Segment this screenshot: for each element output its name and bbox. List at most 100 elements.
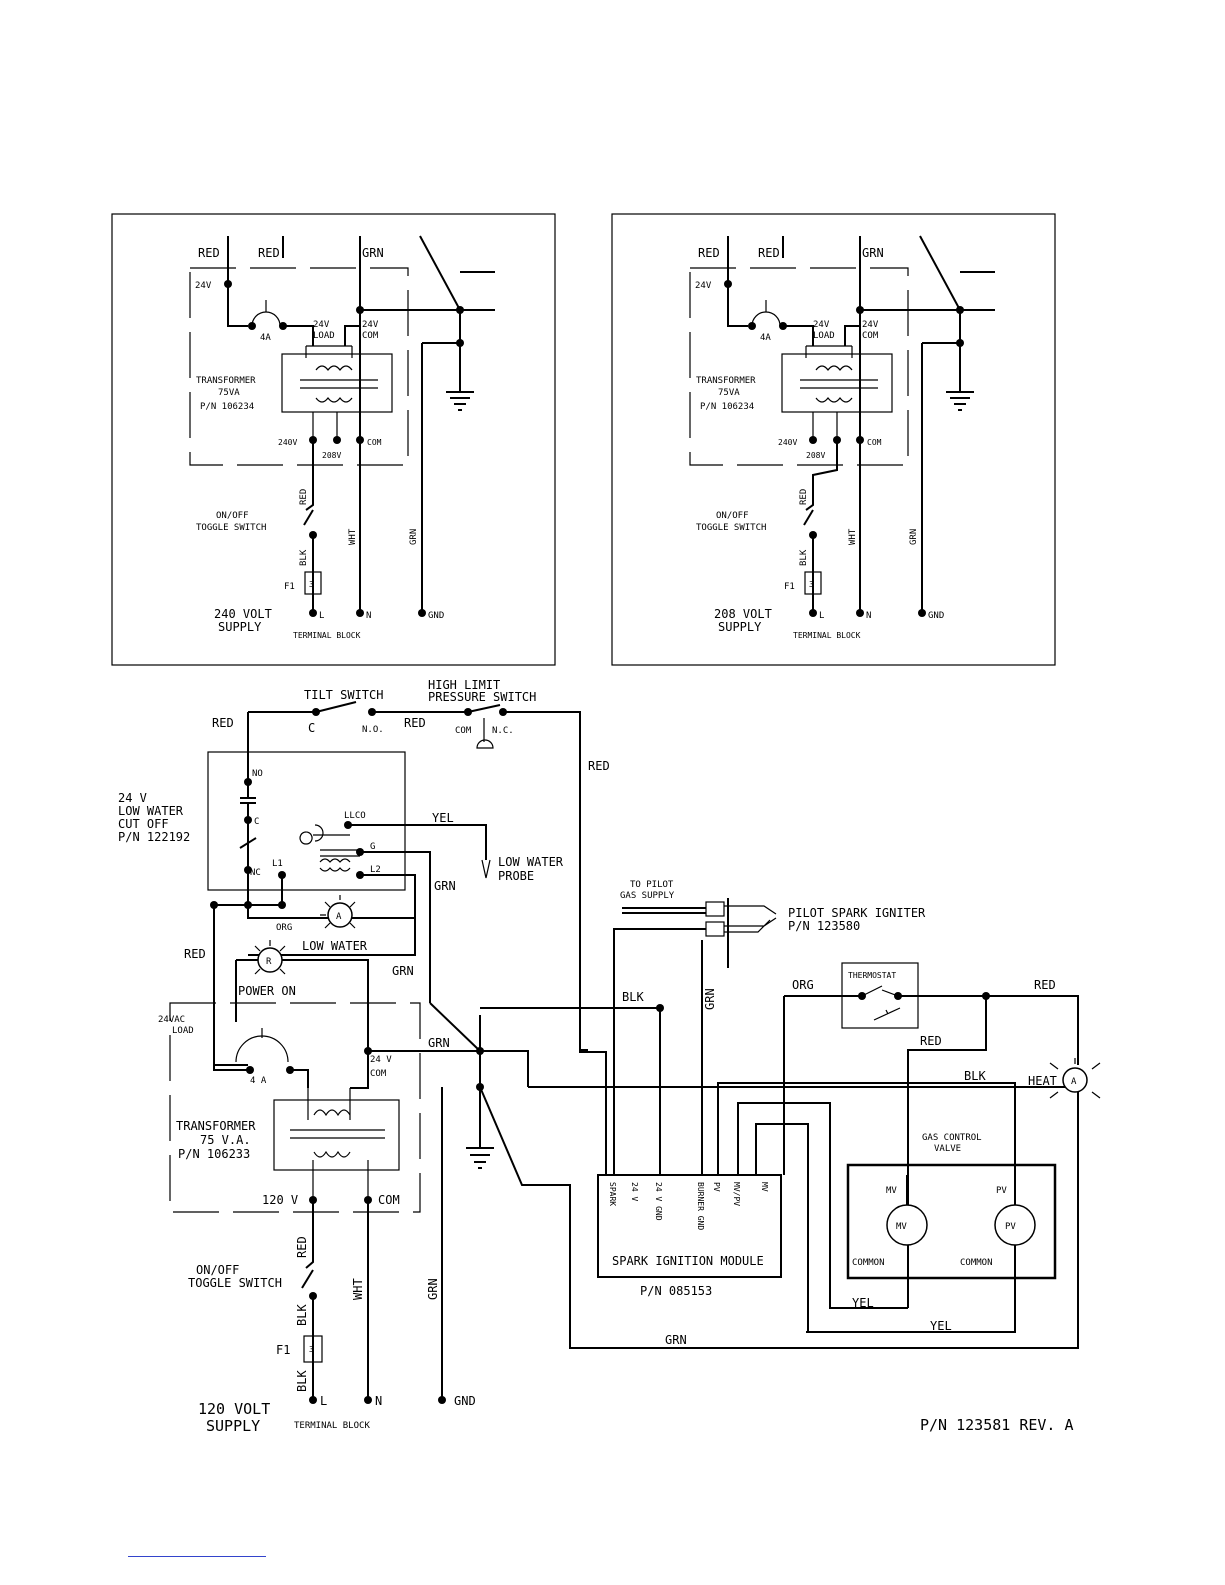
supply-label: SUPPLY (218, 620, 262, 634)
fuse-label: F1 (276, 1343, 290, 1357)
lamp-letter: A (1071, 1077, 1077, 1087)
terminal-label: L (320, 1394, 327, 1408)
wire-label: RED (799, 489, 809, 505)
fuse-label: 4 A (250, 1076, 267, 1086)
load-label: 24V (813, 320, 830, 330)
wire-label: GRN (434, 879, 456, 893)
terminal-label: COM (455, 726, 472, 736)
tap-label: 120 V (262, 1193, 298, 1207)
document-part-number: P/N 123581 REV. A (920, 1416, 1074, 1434)
wire-label: GRN (862, 246, 884, 260)
transformer-label: TRANSFORMER (176, 1119, 256, 1133)
fuse-number: 3 (309, 580, 314, 589)
wire-label: YEL (852, 1296, 874, 1310)
lamp-letter: A (336, 912, 342, 922)
terminal-label: GND (428, 611, 444, 621)
wire-label: RED (920, 1034, 942, 1048)
wire-label: GRN (665, 1333, 687, 1347)
terminal-label: LLCO (344, 811, 366, 821)
wire-label: BLK (799, 549, 809, 566)
lamp-letter: R (266, 957, 272, 967)
module-terminal-label: MV/PV (732, 1182, 741, 1206)
lamp-label: POWER ON (238, 984, 296, 998)
tap-label: 240V (278, 438, 297, 447)
supply-label: 240 VOLT (214, 607, 272, 621)
spark-ignition-module (597, 1174, 782, 1278)
fuse-icon (804, 571, 822, 595)
valve-terminal-label: MV (886, 1186, 897, 1196)
wire-label: RED (588, 759, 610, 773)
probe-coil-icon (299, 831, 313, 845)
probe-arrow-icon (481, 859, 491, 879)
pressure-switch-icon (467, 704, 501, 713)
tap-label: 24V (695, 281, 712, 291)
wire-label: ORG (792, 978, 814, 992)
tap-label: 240V (778, 438, 797, 447)
load-label: LOAD (313, 331, 335, 341)
low-water-lamp-icon (327, 902, 353, 928)
spark-igniter-icon (724, 905, 777, 933)
panel-240-volt: RED RED GRN 24V 4A 24V LOAD 24V COM TRAN… (111, 213, 556, 666)
wire-label: GRN (362, 246, 384, 260)
toggle-switch-icon (303, 509, 314, 526)
transformer-part: P/N 106234 (200, 402, 254, 412)
com-label: 24 V (370, 1055, 392, 1065)
fuse-number: 3 (309, 1345, 314, 1354)
com-label: COM (362, 331, 379, 341)
wire-label: WHT (848, 528, 858, 545)
switch-label: TOGGLE SWITCH (188, 1276, 282, 1290)
pilot-label: TO PILOT (630, 880, 674, 890)
control-box-boundary (169, 1002, 421, 1213)
lamp-label: LOW WATER (302, 939, 368, 953)
supply-label: 208 VOLT (714, 607, 772, 621)
wire-label: YEL (432, 811, 454, 825)
probe-label: LOW WATER (498, 855, 564, 869)
terminal-label: L (319, 611, 324, 621)
wire-label: YEL (930, 1319, 952, 1333)
wire-label: GRN (409, 529, 419, 545)
com-label: 24V (362, 320, 379, 330)
switch-label: TOGGLE SWITCH (196, 523, 266, 533)
terminal-label: C (254, 817, 259, 827)
fuse-4a-icon (251, 311, 281, 327)
wire-label: RED (184, 947, 206, 961)
wire-label: BLK (295, 1304, 309, 1326)
transformer-icon (781, 353, 893, 413)
fuse-label: 4A (760, 333, 771, 343)
fuse-label: F1 (784, 582, 795, 592)
tap-label: 208V (322, 451, 341, 460)
pilot-label: GAS SUPPLY (620, 891, 675, 901)
main-120-volt-circuit: RED TILT SWITCH C N.O. RED HIGH LIMIT PR… (118, 678, 1080, 1435)
switch-label: ON/OFF (216, 511, 249, 521)
wire-label: ORG (276, 923, 292, 933)
terminal-label: N (366, 611, 371, 621)
pressure-sensor-icon (476, 718, 494, 749)
module-part: P/N 085153 (640, 1284, 712, 1298)
coil-label: MV (896, 1222, 907, 1232)
terminal-label: GND (928, 611, 944, 621)
transformer-rating: 75VA (218, 388, 240, 398)
wire-label: WHT (351, 1278, 365, 1300)
module-terminal-label: MV (760, 1182, 769, 1192)
tap-label: COM (867, 438, 882, 447)
com-label: COM (862, 331, 879, 341)
transformer-icon (273, 1099, 400, 1171)
terminal-block-label: TERMINAL BLOCK (293, 631, 361, 640)
fuse-label: 4A (260, 333, 271, 343)
valve-terminal-label: COMMON (852, 1258, 885, 1268)
wire-label: BLK (299, 549, 309, 566)
coil-label: PV (1005, 1222, 1016, 1232)
thermostat-switch-icon (861, 985, 899, 997)
high-limit-label: PRESSURE SWITCH (428, 690, 536, 704)
high-limit-label: HIGH LIMIT (428, 678, 500, 692)
supply-label: SUPPLY (718, 620, 762, 634)
wire-label: RED (698, 246, 720, 260)
page-edge-link (128, 1556, 266, 1557)
fuse-number: 3 (809, 580, 814, 589)
wire-label: RED (404, 716, 426, 730)
module-terminal-label: BURNER GND (696, 1182, 705, 1230)
terminal-block-label: TERMINAL BLOCK (793, 631, 861, 640)
panel-frame (111, 213, 556, 666)
igniter-label: PILOT SPARK IGNITER (788, 906, 926, 920)
switch-label: TOGGLE SWITCH (696, 523, 766, 533)
